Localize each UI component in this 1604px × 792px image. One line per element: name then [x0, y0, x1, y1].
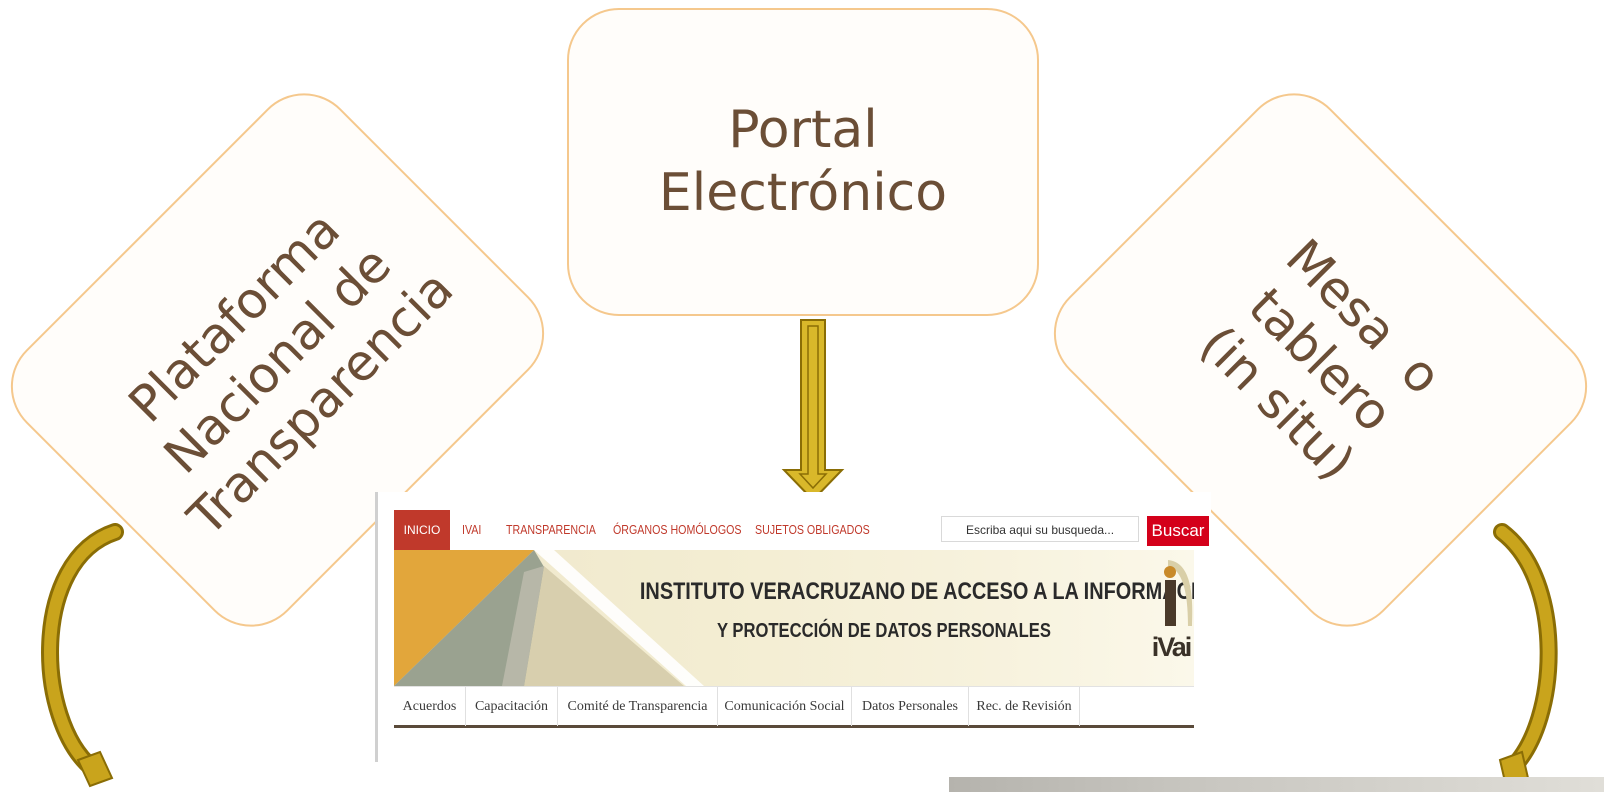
banner-graphic — [394, 550, 704, 686]
subnav-rec-revision[interactable]: Rec. de Revisión — [969, 687, 1080, 726]
subnav-acuerdos[interactable]: Acuerdos — [394, 687, 466, 726]
nav-sujetos-obligados[interactable]: SUJETOS OBLIGADOS — [755, 522, 870, 537]
subnav-comunicacion-social[interactable]: Comunicación Social — [718, 687, 852, 726]
ivai-logo-icon — [1164, 560, 1193, 626]
website-screenshot: INICIO IVAI TRANSPARENCIA ÓRGANOS HOMÓLO… — [375, 492, 1211, 762]
banner-title: INSTITUTO VERACRUZANO DE ACCESO A LA INF… — [639, 578, 1194, 605]
nav-transparencia[interactable]: TRANSPARENCIA — [506, 522, 596, 537]
image-edge-strip — [949, 777, 1604, 792]
subnav-comite-transparencia[interactable]: Comité de Transparencia — [558, 687, 718, 726]
banner-subtitle: Y PROTECCIÓN DE DATOS PERSONALES — [717, 620, 1051, 642]
nav-organos-homologos[interactable]: ÓRGANOS HOMÓLOGOS — [613, 522, 742, 537]
nav-inicio[interactable]: INICIO — [394, 510, 450, 550]
right-curved-arrow-icon — [1493, 523, 1558, 788]
down-arrow-icon — [781, 319, 845, 502]
card-line: Electrónico — [658, 163, 948, 223]
ivai-logo-text: iVai — [1151, 632, 1193, 662]
top-navigation: INICIO IVAI TRANSPARENCIA ÓRGANOS HOMÓLO… — [394, 510, 1209, 569]
secondary-navigation: Acuerdos Capacitación Comité de Transpar… — [394, 686, 1194, 728]
banner: INSTITUTO VERACRUZANO DE ACCESO A LA INF… — [394, 550, 1194, 686]
subnav-datos-personales[interactable]: Datos Personales — [852, 687, 969, 726]
card-line: Portal — [728, 99, 878, 160]
search-button-label: Buscar — [1151, 521, 1205, 540]
search-button[interactable]: Buscar➜ — [1147, 516, 1209, 569]
search-input[interactable]: Escriba aqui su busqueda... — [941, 516, 1139, 542]
nav-ivai[interactable]: IVAI — [462, 522, 482, 537]
left-curved-arrow-icon — [41, 523, 124, 788]
subnav-capacitacion[interactable]: Capacitación — [466, 687, 558, 726]
portal-electronico-card: Portal Electrónico — [567, 8, 1039, 316]
